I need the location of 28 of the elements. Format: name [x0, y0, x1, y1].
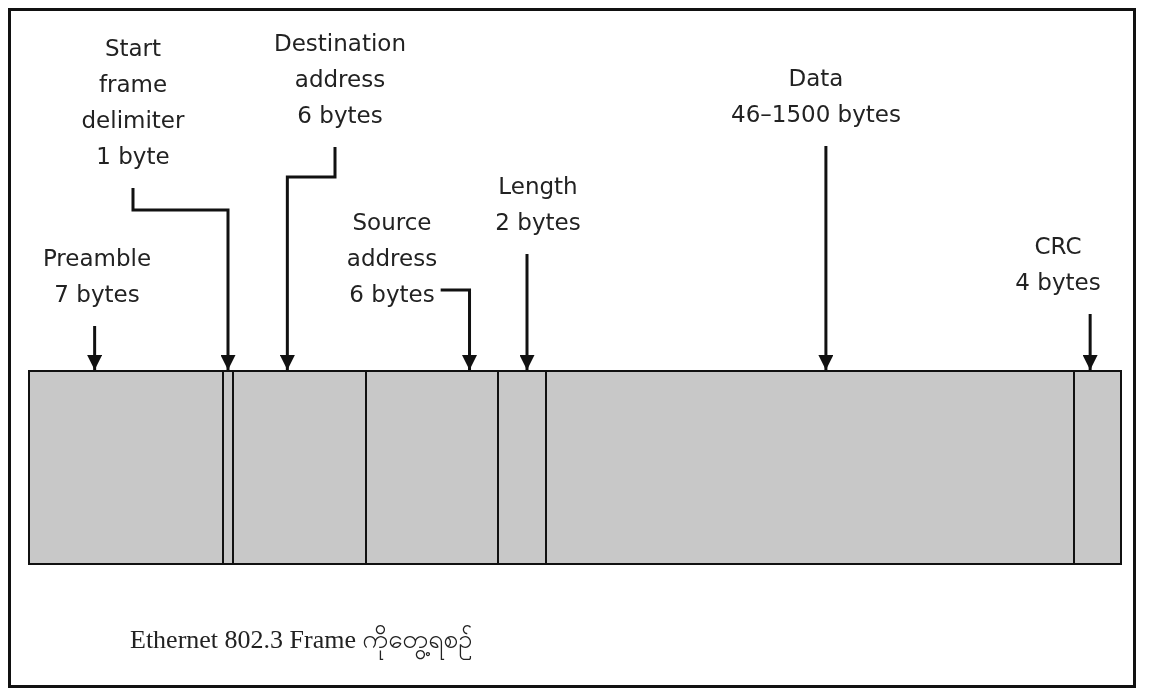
field-name: Preamble — [41, 244, 153, 273]
arrow — [1082, 314, 1098, 370]
field-name: Source address — [345, 208, 439, 273]
arrow — [519, 254, 535, 370]
caption: Ethernet 802.3 Frame ကိုတွေ့ရစဉ် — [130, 622, 473, 661]
field-name: Start frame delimiter — [80, 34, 186, 135]
frame-field — [545, 370, 1075, 565]
frame-field — [497, 370, 547, 565]
field-name: Length — [497, 172, 579, 201]
arrow — [818, 146, 834, 370]
field-name: CRC — [1033, 232, 1083, 261]
frame-field — [28, 370, 224, 565]
field-size: 46–1500 bytes — [731, 100, 901, 129]
field-size: 4 bytes — [1015, 268, 1101, 297]
field-size: 6 bytes — [297, 101, 383, 130]
field-name: Data — [787, 64, 845, 93]
arrow — [87, 326, 103, 370]
frame-field — [232, 370, 367, 565]
field-size: 2 bytes — [495, 208, 581, 237]
field-size: 7 bytes — [54, 280, 140, 309]
arrow — [440, 288, 477, 370]
field-size: 6 bytes — [349, 280, 435, 309]
frame-field — [1073, 370, 1122, 565]
arrow — [279, 147, 337, 370]
arrow — [131, 188, 236, 370]
field-size: 1 byte — [96, 142, 170, 171]
field-name: Destination address — [273, 29, 407, 94]
frame-field — [365, 370, 499, 565]
